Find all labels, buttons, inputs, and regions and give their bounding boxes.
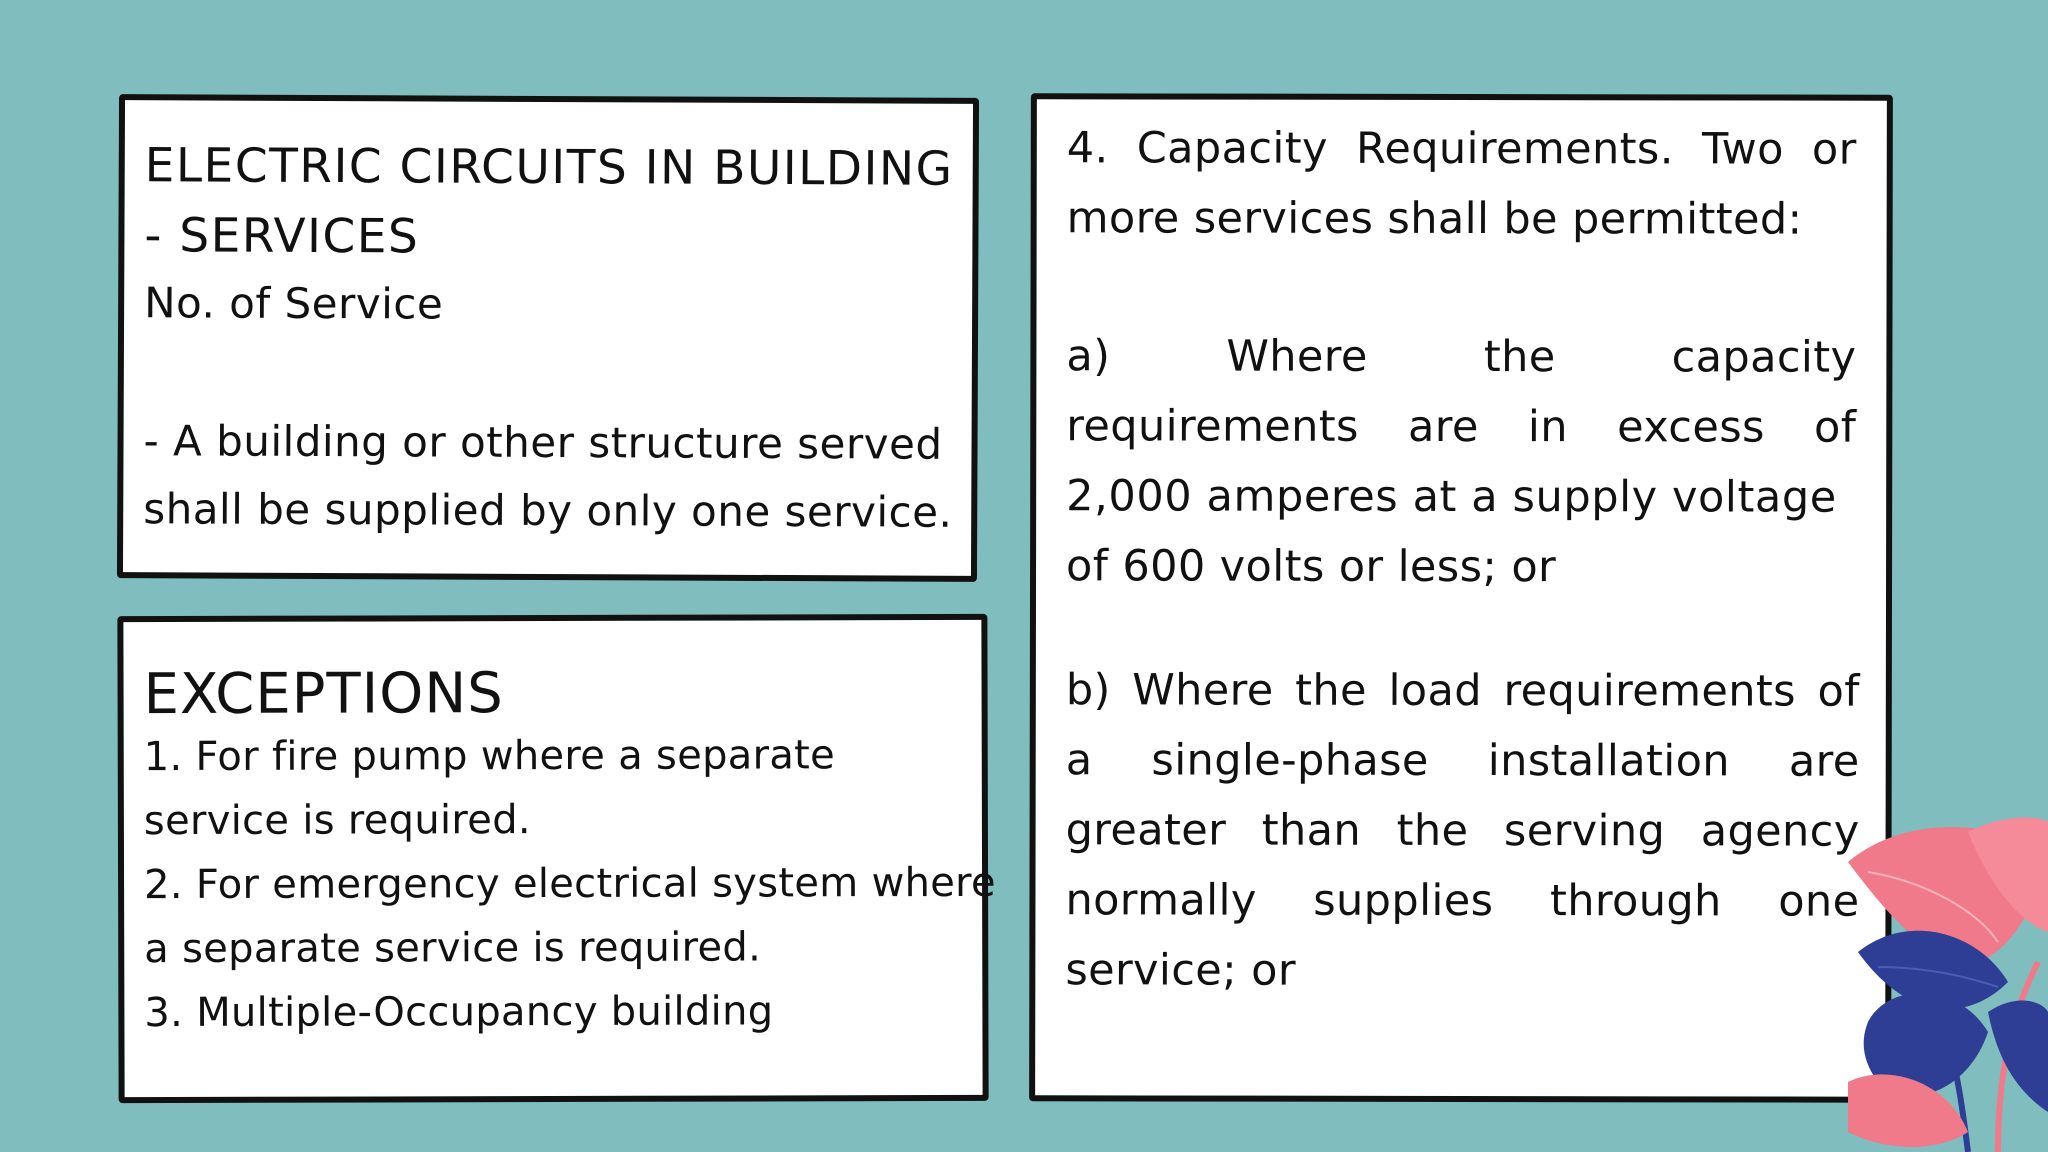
item-a-line1: a) Where the capacity bbox=[1066, 331, 1857, 383]
plant-leaf-blue bbox=[1863, 993, 1988, 1096]
plant-leaf-pink bbox=[1848, 1074, 1968, 1147]
exception-line: a separate service is required. bbox=[144, 924, 762, 973]
item-b-line4: normally supplies through one bbox=[1065, 875, 1860, 927]
plant-leaf-pink bbox=[1968, 817, 2048, 932]
item-b-line2: a single-phase installation are bbox=[1065, 735, 1860, 787]
services-card: ELECTRIC CIRCUITS IN BUILDING - SERVICES… bbox=[116, 94, 980, 582]
plant-vein bbox=[1877, 966, 1999, 988]
exception-line: 2. For emergency electrical system where bbox=[144, 859, 996, 909]
plant-decoration bbox=[1848, 817, 2048, 1152]
exceptions-title: EXCEPTIONS bbox=[143, 661, 504, 728]
plant-leaf-blue bbox=[1988, 1000, 2048, 1112]
services-body-line1: - A building or other structure served bbox=[143, 416, 943, 469]
item-b-line5: service; or bbox=[1065, 945, 1296, 996]
exception-line: 1. For fire pump where a separate bbox=[143, 732, 836, 781]
exceptions-card: EXCEPTIONS 1. For fire pump where a sepa… bbox=[117, 613, 996, 1104]
capacity-card: 4. Capacity Requirements. Two or more se… bbox=[1029, 93, 1893, 1103]
item-b-line1: b) Where the load requirements of bbox=[1065, 665, 1860, 717]
services-subtitle: No. of Service bbox=[144, 278, 444, 329]
item-a-line3: 2,000 amperes at a supply voltage bbox=[1066, 471, 1837, 523]
item-a-line4: of 600 volts or less; or bbox=[1066, 541, 1557, 593]
services-body-line2: shall be supplied by only one service. bbox=[143, 484, 953, 537]
exception-line: service is required. bbox=[143, 797, 531, 845]
item-a-line2: requirements are in excess of bbox=[1066, 401, 1857, 453]
services-title-line1: ELECTRIC CIRCUITS IN BUILDING bbox=[144, 138, 954, 197]
services-title-line2: - SERVICES bbox=[144, 208, 420, 265]
capacity-heading-line2: more services shall be permitted: bbox=[1066, 193, 1803, 245]
capacity-heading-line1: 4. Capacity Requirements. Two or bbox=[1066, 123, 1857, 175]
exception-line: 3. Multiple-Occupancy building bbox=[144, 988, 774, 1037]
plant-vein bbox=[1867, 871, 1999, 943]
item-b-line3: greater than the serving agency bbox=[1065, 805, 1860, 857]
plant-leaf-blue bbox=[1858, 930, 2008, 1010]
